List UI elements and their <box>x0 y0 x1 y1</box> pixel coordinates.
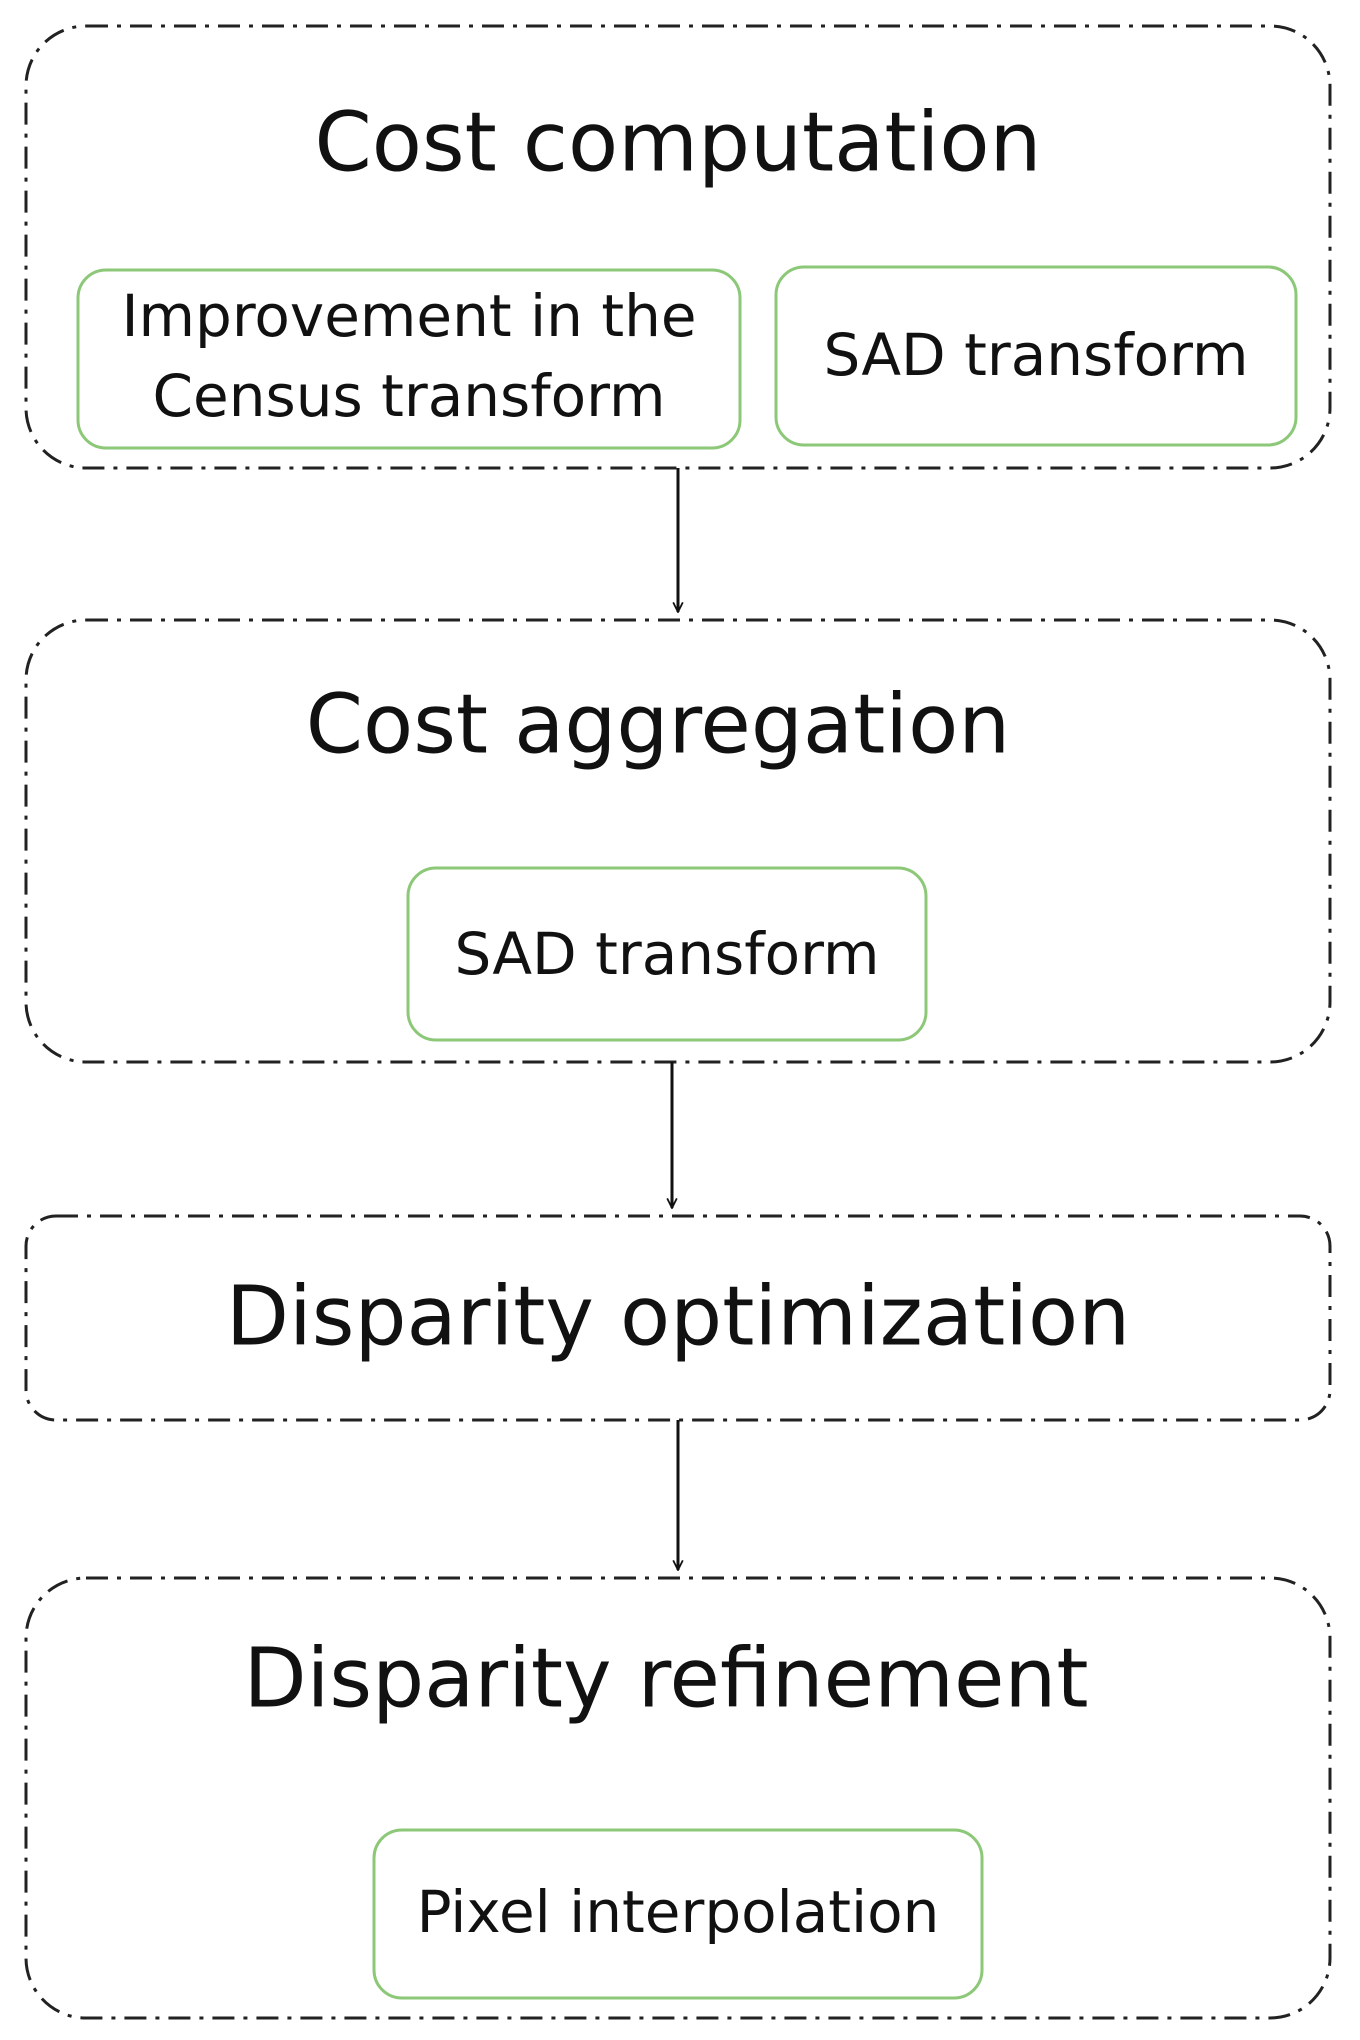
method-box-census: Improvement in the Census transform <box>76 268 742 450</box>
method-box <box>774 265 1298 447</box>
method-label: SAD transform <box>823 321 1248 389</box>
stage-title: Disparity optimization <box>226 1269 1130 1364</box>
method-box-sad-1: SAD transform <box>774 265 1298 447</box>
stage-box <box>24 24 1332 470</box>
stage-disparity-optimization: Disparity optimization <box>24 1214 1332 1422</box>
stage-title: Cost computation <box>315 95 1042 190</box>
method-box <box>76 268 742 450</box>
stage-box <box>24 618 1332 1064</box>
stage-title: Cost aggregation <box>306 677 1010 772</box>
stage-cost-aggregation: Cost aggregation SAD transform <box>24 618 1332 1064</box>
stage-box <box>24 1576 1332 2020</box>
method-label-line-1: Improvement in the <box>121 282 696 350</box>
stage-box <box>24 1214 1332 1422</box>
stage-disparity-refinement: Disparity refinement Pixel interpolation <box>24 1576 1332 2020</box>
method-label: SAD transform <box>454 920 879 988</box>
stage-title: Disparity refinement <box>243 1631 1088 1726</box>
method-label: Pixel interpolation <box>417 1878 940 1946</box>
stage-cost-computation: Cost computation Improvement in the Cens… <box>24 24 1332 470</box>
method-label-line-2: Census transform <box>153 362 666 430</box>
method-box <box>406 866 928 1042</box>
method-box-sad-2: SAD transform <box>406 866 928 1042</box>
method-box <box>372 1828 984 2000</box>
method-box-pixel-interpolation: Pixel interpolation <box>372 1828 984 2000</box>
